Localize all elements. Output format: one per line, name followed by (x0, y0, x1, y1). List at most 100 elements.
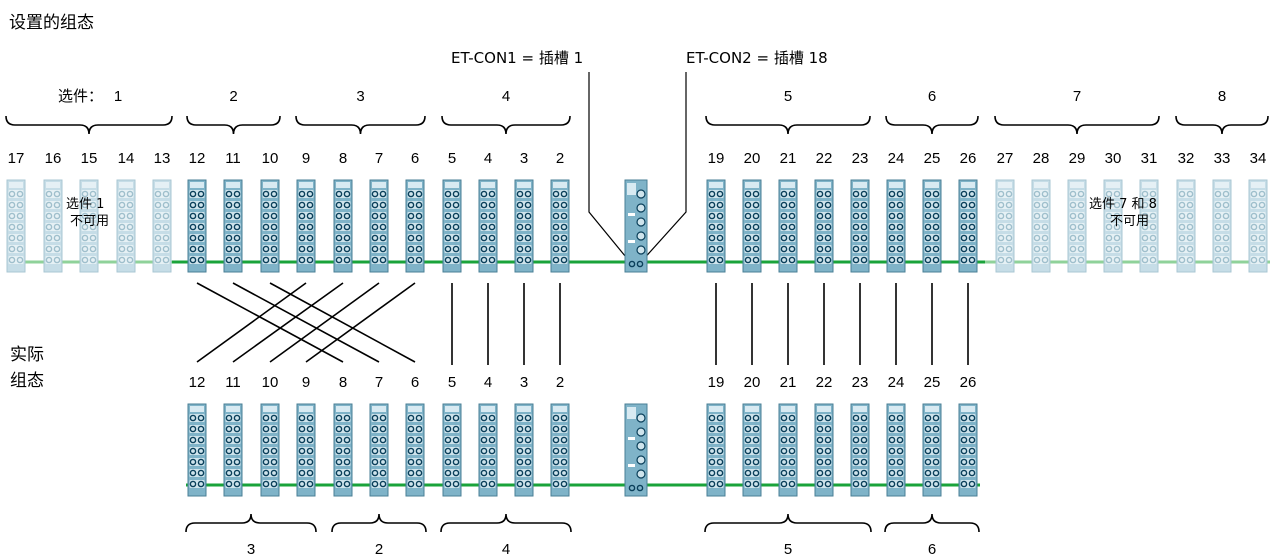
top-module-slot-7 (369, 179, 389, 273)
top-slot-number: 9 (302, 150, 310, 167)
interface-module-top (624, 179, 648, 273)
bottom-slot-number: 12 (189, 374, 206, 391)
bottom-slot-number: 4 (484, 374, 492, 391)
top-brace-option-8 (1175, 115, 1269, 135)
et-con2-leader-line (640, 72, 687, 263)
bottom-module-slot-8 (333, 403, 353, 497)
bottom-brace-option-6 (884, 513, 980, 533)
top-module-slot-17 (6, 179, 26, 273)
top-slot-number: 10 (262, 150, 279, 167)
bottom-option-label-3: 3 (247, 541, 255, 558)
top-brace-option-4 (441, 115, 571, 135)
bottom-slot-number: 11 (225, 374, 241, 391)
top-slot-number: 12 (189, 150, 206, 167)
top-slot-number: 20 (744, 150, 761, 167)
bottom-slot-number: 8 (339, 374, 347, 391)
top-module-slot-22 (814, 179, 834, 273)
top-module-slot-27 (995, 179, 1015, 273)
configured-configuration-title: 设置的组态 (9, 13, 94, 33)
top-module-slot-9 (296, 179, 316, 273)
cross-mapping-line (305, 282, 416, 363)
bottom-slot-number: 25 (924, 374, 941, 391)
top-module-slot-14 (116, 179, 136, 273)
top-option-label-8: 8 (1218, 88, 1226, 105)
bottom-module-slot-23 (850, 403, 870, 497)
top-option-label-2: 2 (229, 88, 237, 105)
svg-text:选件 7 和 8: 选件 7 和 8 (1089, 197, 1157, 212)
bottom-slot-number: 24 (888, 374, 905, 391)
top-module-slot-33 (1212, 179, 1232, 273)
top-brace-option-2 (186, 115, 281, 135)
top-slot-number: 31 (1141, 150, 1158, 167)
top-slot-number: 22 (816, 150, 833, 167)
top-module-slot-32 (1176, 179, 1196, 273)
top-module-slot-31 (1139, 179, 1159, 273)
top-module-slot-2 (550, 179, 570, 273)
top-slot-number: 2 (556, 150, 564, 167)
svg-text:不可用: 不可用 (1110, 214, 1149, 229)
bottom-slot-number: 5 (448, 374, 456, 391)
top-slot-number: 28 (1033, 150, 1050, 167)
top-module-slot-21 (778, 179, 798, 273)
top-module-slot-25 (922, 179, 942, 273)
top-slot-number: 13 (154, 150, 171, 167)
bottom-slot-number: 6 (411, 374, 419, 391)
top-slot-number: 33 (1214, 150, 1231, 167)
bottom-option-label-4: 4 (502, 541, 510, 558)
top-module-slot-24 (886, 179, 906, 273)
top-module-slot-16 (43, 179, 63, 273)
top-slot-number: 32 (1178, 150, 1195, 167)
top-module-slot-15 (79, 179, 99, 273)
top-module-slot-3 (514, 179, 534, 273)
bottom-slot-number: 21 (780, 374, 797, 391)
option1-unavailable-note: 选件 1 不可用 (66, 197, 109, 229)
bottom-module-slot-22 (814, 403, 834, 497)
top-option-label-6: 6 (928, 88, 936, 105)
top-module-slot-8 (333, 179, 353, 273)
top-slot-number: 21 (780, 150, 797, 167)
cross-mapping-line (269, 282, 416, 363)
top-option-label-5: 5 (784, 88, 792, 105)
top-option-prefix: 选件： (58, 87, 103, 105)
bottom-slot-number: 7 (375, 374, 383, 391)
top-module-slot-12 (187, 179, 207, 273)
interface-module-bottom (624, 403, 648, 497)
top-slot-number: 16 (45, 150, 62, 167)
bottom-module-slot-10 (260, 403, 280, 497)
top-slot-number: 27 (997, 150, 1014, 167)
top-module-slot-19 (706, 179, 726, 273)
top-slot-number: 19 (708, 150, 725, 167)
top-slot-number: 29 (1069, 150, 1086, 167)
svg-text:不可用: 不可用 (70, 214, 109, 229)
bottom-slot-number: 3 (520, 374, 528, 391)
bottom-slot-number: 19 (708, 374, 725, 391)
bottom-modules (187, 403, 978, 497)
top-brace-option-7 (994, 115, 1160, 135)
top-module-slot-11 (223, 179, 243, 273)
cross-mapping-line (232, 282, 380, 363)
top-modules (6, 179, 1268, 273)
top-slot-number: 4 (484, 150, 492, 167)
top-slot-number: 26 (960, 150, 977, 167)
bottom-module-slot-6 (405, 403, 425, 497)
bottom-option-label-5: 5 (784, 541, 792, 558)
top-slot-number: 15 (81, 150, 98, 167)
top-option-label-3: 3 (356, 88, 364, 105)
actual-configuration-title-line1: 实际 (10, 345, 44, 365)
top-slot-number: 23 (852, 150, 869, 167)
bottom-module-slot-11 (223, 403, 243, 497)
top-slot-number: 30 (1105, 150, 1122, 167)
bottom-module-slot-2 (550, 403, 570, 497)
bottom-slot-number: 10 (262, 374, 279, 391)
bottom-slot-number: 20 (744, 374, 761, 391)
top-interface-module (624, 179, 648, 273)
top-module-slot-28 (1031, 179, 1051, 273)
top-slot-number: 14 (118, 150, 135, 167)
top-slot-number: 7 (375, 150, 383, 167)
option7-8-unavailable-note: 选件 7 和 8 不可用 (1089, 197, 1157, 229)
top-module-slot-34 (1248, 179, 1268, 273)
